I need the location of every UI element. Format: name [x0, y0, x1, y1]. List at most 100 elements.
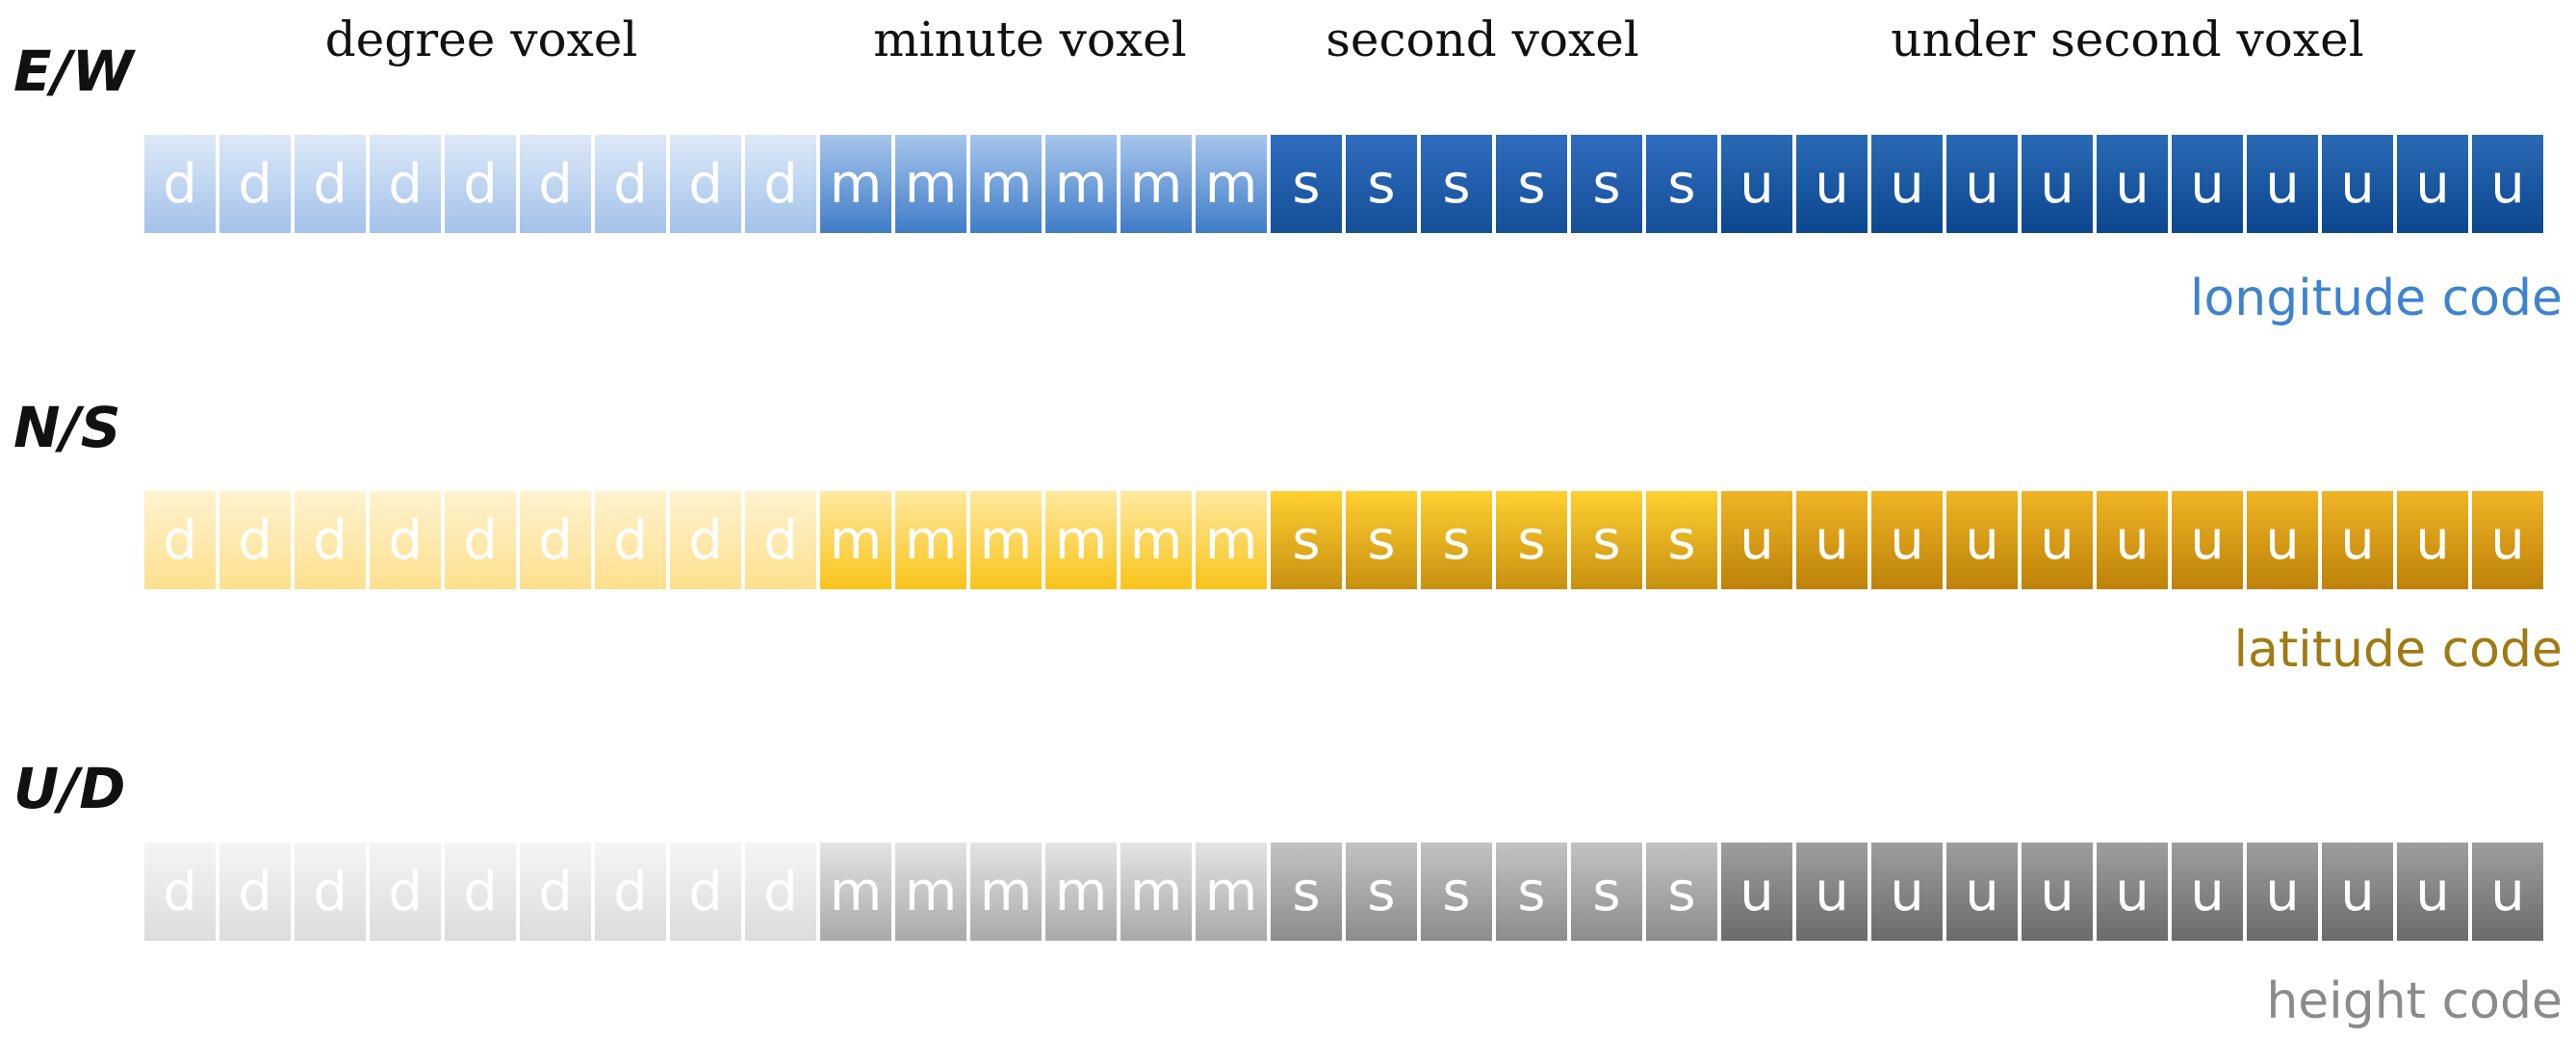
minute-voxel-cell: m: [820, 491, 891, 589]
degree-voxel-cell: d: [670, 843, 741, 941]
degree-voxel-cell: d: [520, 135, 591, 233]
under-second-voxel-cell: u: [2322, 135, 2393, 233]
minute-voxel-cell: m: [1121, 135, 1192, 233]
degree-voxel-cell: d: [595, 135, 666, 233]
under-second-voxel-cell: u: [2472, 491, 2543, 589]
minute-voxel-cell: m: [1045, 491, 1117, 589]
under-second-voxel-cell: u: [2172, 491, 2243, 589]
second-voxel-cell: s: [1496, 135, 1567, 233]
minute-voxel-cell: m: [1196, 843, 1267, 941]
second-voxel-cell: s: [1421, 843, 1492, 941]
longitude-code-label: longitude code: [2190, 270, 2563, 327]
under-second-voxel-cell: u: [2022, 135, 2093, 233]
minute-voxel-cell: m: [1121, 843, 1192, 941]
under-second-voxel-cell: u: [2172, 843, 2243, 941]
under-second-voxel-cell: u: [1721, 843, 1792, 941]
degree-voxel-cell: d: [219, 491, 291, 589]
second-voxel-cell: s: [1271, 491, 1342, 589]
second-voxel-cell: s: [1571, 135, 1642, 233]
second-voxel-cell: s: [1271, 135, 1342, 233]
minute-voxel-cell: m: [895, 843, 966, 941]
under-second-voxel-cell: u: [1721, 135, 1792, 233]
under-second-voxel-cell: u: [2397, 135, 2468, 233]
minute-voxel-cell: m: [820, 843, 891, 941]
second-voxel-cell: s: [1271, 843, 1342, 941]
minute-voxel-cell: m: [970, 491, 1042, 589]
under-second-voxel-cell: u: [2022, 491, 2093, 589]
minute-voxel-cell: m: [1045, 843, 1117, 941]
section-label-under-second: under second voxel: [1891, 12, 2364, 67]
under-second-voxel-cell: u: [1796, 491, 1868, 589]
under-second-voxel-cell: u: [1796, 135, 1868, 233]
degree-voxel-cell: d: [144, 843, 216, 941]
latitude-code-label: latitude code: [2233, 621, 2563, 679]
minute-voxel-cell: m: [1196, 491, 1267, 589]
under-second-voxel-cell: u: [2247, 491, 2318, 589]
degree-voxel-cell: d: [370, 491, 441, 589]
degree-voxel-cell: d: [445, 491, 516, 589]
degree-voxel-cell: d: [144, 491, 216, 589]
degree-voxel-cell: d: [370, 843, 441, 941]
under-second-voxel-cell: u: [1946, 843, 2018, 941]
under-second-voxel-cell: u: [1871, 135, 1943, 233]
under-second-voxel-cell: u: [2172, 135, 2243, 233]
minute-voxel-cell: m: [895, 491, 966, 589]
degree-voxel-cell: d: [745, 491, 816, 589]
minute-voxel-cell: m: [820, 135, 891, 233]
degree-voxel-cell: d: [219, 135, 291, 233]
second-voxel-cell: s: [1346, 843, 1417, 941]
under-second-voxel-cell: u: [2022, 843, 2093, 941]
section-label-minute: minute voxel: [873, 12, 1187, 67]
degree-voxel-cell: d: [219, 843, 291, 941]
second-voxel-cell: s: [1571, 491, 1642, 589]
minute-voxel-cell: m: [895, 135, 966, 233]
degree-voxel-cell: d: [745, 135, 816, 233]
minute-voxel-cell: m: [1045, 135, 1117, 233]
section-label-degree: degree voxel: [324, 12, 638, 67]
minute-voxel-cell: m: [1196, 135, 1267, 233]
second-voxel-cell: s: [1646, 135, 1717, 233]
under-second-voxel-cell: u: [2097, 491, 2168, 589]
under-second-voxel-cell: u: [2397, 843, 2468, 941]
minute-voxel-cell: m: [970, 843, 1042, 941]
second-voxel-cell: s: [1421, 491, 1492, 589]
degree-voxel-cell: d: [295, 843, 366, 941]
under-second-voxel-cell: u: [1871, 491, 1943, 589]
degree-voxel-cell: d: [520, 491, 591, 589]
degree-voxel-cell: d: [144, 135, 216, 233]
degree-voxel-cell: d: [295, 135, 366, 233]
under-second-voxel-cell: u: [2097, 135, 2168, 233]
second-voxel-cell: s: [1571, 843, 1642, 941]
under-second-voxel-cell: u: [2097, 843, 2168, 941]
height-code-label: height code: [2266, 972, 2563, 1030]
axis-label-ew: E/W: [13, 39, 134, 104]
degree-voxel-cell: d: [595, 491, 666, 589]
degree-voxel-cell: d: [295, 491, 366, 589]
degree-voxel-cell: d: [445, 843, 516, 941]
degree-voxel-cell: d: [370, 135, 441, 233]
axis-label-ud: U/D: [13, 756, 126, 821]
degree-voxel-cell: d: [445, 135, 516, 233]
under-second-voxel-cell: u: [2247, 843, 2318, 941]
under-second-voxel-cell: u: [2247, 135, 2318, 233]
second-voxel-cell: s: [1646, 491, 1717, 589]
second-voxel-cell: s: [1496, 491, 1567, 589]
minute-voxel-cell: m: [970, 135, 1042, 233]
degree-voxel-cell: d: [520, 843, 591, 941]
under-second-voxel-cell: u: [1946, 135, 2018, 233]
under-second-voxel-cell: u: [2322, 491, 2393, 589]
degree-voxel-cell: d: [670, 135, 741, 233]
second-voxel-cell: s: [1646, 843, 1717, 941]
under-second-voxel-cell: u: [2322, 843, 2393, 941]
under-second-voxel-cell: u: [2472, 135, 2543, 233]
second-voxel-cell: s: [1421, 135, 1492, 233]
second-voxel-cell: s: [1346, 491, 1417, 589]
under-second-voxel-cell: u: [2472, 843, 2543, 941]
under-second-voxel-cell: u: [1946, 491, 2018, 589]
under-second-voxel-cell: u: [1721, 491, 1792, 589]
degree-voxel-cell: d: [595, 843, 666, 941]
